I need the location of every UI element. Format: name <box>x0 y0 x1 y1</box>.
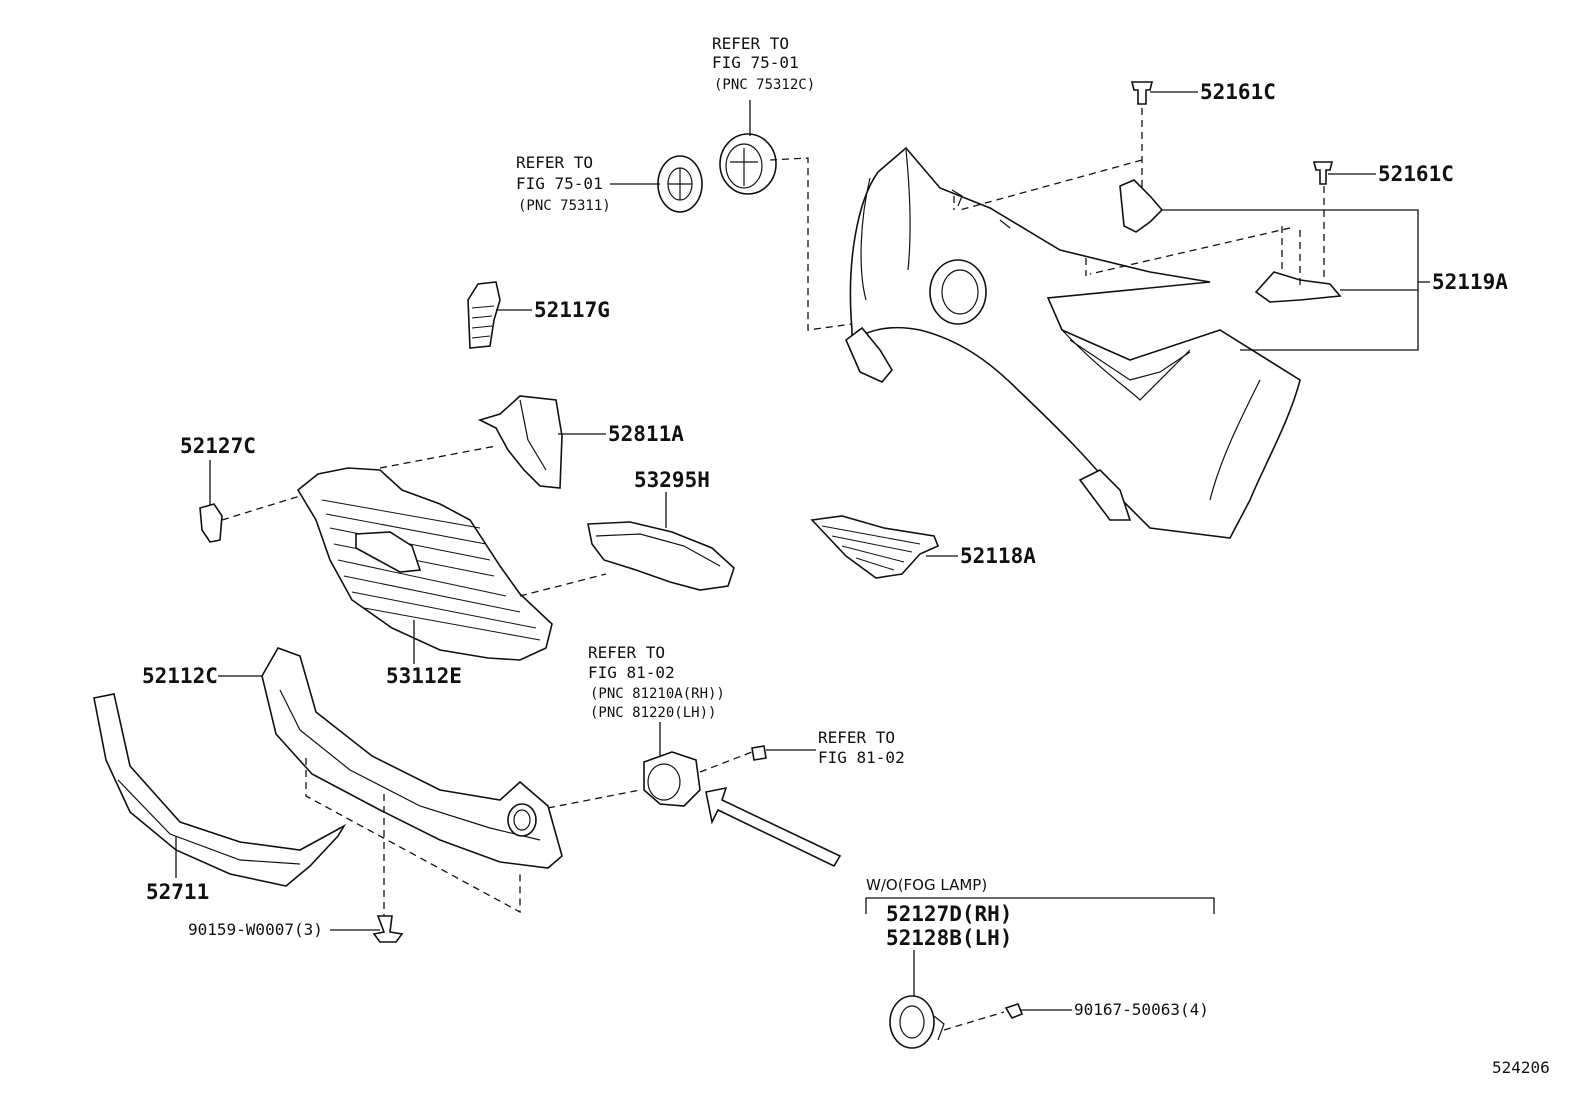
bracket-52119a-illustration <box>1119 179 1342 303</box>
emblem-rear-illustration <box>719 133 777 195</box>
clip-52161c-second-illustration <box>1312 161 1334 185</box>
lip-spoiler-52711-illustration <box>93 693 347 887</box>
ref-fig81-foglamp-line3: (PNC 81210A(RH)) <box>590 686 725 702</box>
fog-lamp-illustration <box>643 751 701 807</box>
part-label-52127c[interactable]: 52127C <box>180 434 256 458</box>
ref-fig81-screw-line1: REFER TO <box>818 728 896 747</box>
screw-90159-illustration <box>372 915 404 943</box>
ref-fig75-front-line3: (PNC 75311) <box>518 198 611 214</box>
retainer-52811a-illustration <box>477 395 563 489</box>
grille-53112e-illustration <box>296 467 553 661</box>
part-label-52161c-top[interactable]: 52161C <box>1200 80 1276 104</box>
fog-cover-illustration <box>889 995 945 1049</box>
ref-fig75-rear-line2: FIG 75-01 <box>712 53 799 72</box>
assembly-lines <box>221 108 1325 1031</box>
seal-53295h-illustration <box>587 521 735 591</box>
ref-fig81-foglamp-line1: REFER TO <box>588 643 666 662</box>
variant-note: W/O(FOG LAMP) <box>866 876 988 894</box>
ref-fig81-screw-line2: FIG 81-02 <box>818 748 905 767</box>
part-label-52117g[interactable]: 52117G <box>534 298 610 322</box>
part-label-52118a[interactable]: 52118A <box>960 544 1036 568</box>
screw-fog-illustration <box>751 745 767 761</box>
leader-lines <box>175 91 1430 1011</box>
emblem-front-illustration <box>657 155 703 213</box>
clip-52161c-top-illustration <box>1130 81 1154 105</box>
part-label-52161c-second[interactable]: 52161C <box>1378 162 1454 186</box>
ref-fig75-rear-line3: (PNC 75312C) <box>714 77 816 93</box>
ref-fig75-front-line1: REFER TO <box>516 153 594 172</box>
part-label-52128b[interactable]: 52128B(LH) <box>886 926 1013 950</box>
part-label-52127d[interactable]: 52127D(RH) <box>886 902 1013 926</box>
part-label-52119a[interactable]: 52119A <box>1432 270 1508 294</box>
screw-90167-illustration <box>1004 1003 1024 1019</box>
lower-cover-52112c-illustration <box>261 647 563 869</box>
grille-52118a-illustration <box>810 515 940 579</box>
garnish-52117g-illustration <box>467 281 501 349</box>
ref-fig81-foglamp-line4: (PNC 81220(LH)) <box>590 705 717 721</box>
part-label-52811a[interactable]: 52811A <box>608 422 684 446</box>
bumper-cover-illustration <box>845 146 1301 539</box>
part-label-53295h[interactable]: 53295H <box>634 468 710 492</box>
part-label-90167[interactable]: 90167-50063(4) <box>1074 1000 1209 1019</box>
ref-fig75-front-line2: FIG 75-01 <box>516 174 603 193</box>
ref-fig81-foglamp-line2: FIG 81-02 <box>588 663 675 682</box>
part-label-52711[interactable]: 52711 <box>146 880 210 904</box>
part-label-52112c[interactable]: 52112C <box>142 664 218 688</box>
part-label-90159[interactable]: 90159-W0007(3) <box>188 920 323 939</box>
direction-arrow <box>705 786 842 868</box>
ref-fig75-rear-line1: REFER TO <box>712 34 790 53</box>
cap-52127c-illustration <box>199 503 223 543</box>
diagram-id: 524206 <box>1492 1058 1550 1077</box>
part-label-53112e[interactable]: 53112E <box>386 664 462 688</box>
